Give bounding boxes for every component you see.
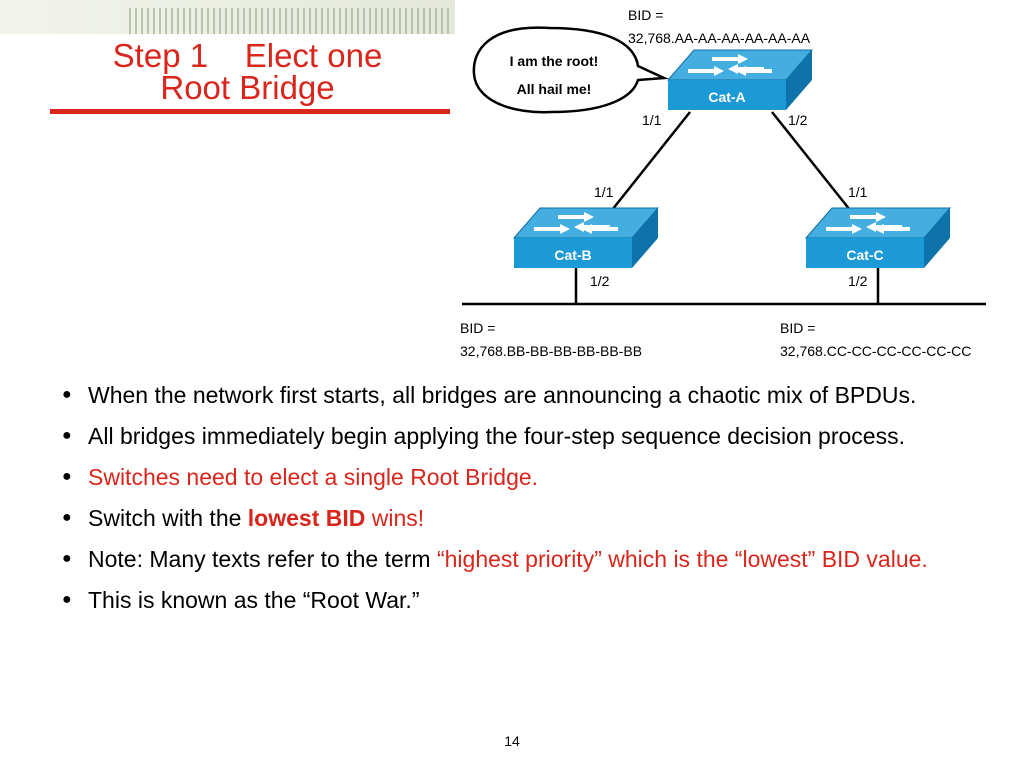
- bullet-text-emphasis: “highest priority” which is the “lowest”…: [436, 546, 928, 572]
- speech-line-2: All hail me!: [517, 81, 592, 97]
- bullet-list: ● When the network first starts, all bri…: [60, 380, 1000, 626]
- switch-cat-a: Cat-A: [667, 49, 813, 111]
- speech-line-1: I am the root!: [510, 53, 599, 69]
- switch-b-port-1: 1/1: [594, 184, 614, 200]
- bullet-item: ● All bridges immediately begin applying…: [60, 421, 1000, 451]
- speech-bubble: I am the root! All hail me!: [472, 26, 669, 114]
- bullet-item: ● Switches need to elect a single Root B…: [60, 462, 1000, 492]
- title-underline: [50, 109, 450, 114]
- switch-b-label: Cat-B: [554, 247, 591, 263]
- bullet-text-pre: Note: Many texts refer to the term: [88, 546, 437, 572]
- switch-a-port-1: 1/1: [642, 112, 662, 128]
- bullet-dot-icon: ●: [62, 386, 72, 403]
- title-line-2: Root Bridge: [160, 69, 335, 106]
- bullet-item: ● This is known as the “Root War.”: [60, 585, 1000, 615]
- bullet-item: ● When the network first starts, all bri…: [60, 380, 1000, 410]
- bullet-text: All bridges immediately begin applying t…: [88, 423, 905, 449]
- stp-root-bridge-diagram: I am the root! All hail me! Cat-A BID = …: [460, 7, 986, 359]
- switch-b-bid-label: BID =: [460, 320, 495, 336]
- bullet-text-post: wins!: [365, 505, 425, 531]
- link-a-b: [611, 111, 691, 211]
- bullet-item: ● Switch with the lowest BID wins!: [60, 503, 1000, 533]
- page-number: 14: [504, 733, 520, 749]
- slide-title: Step 1 Elect one Root Bridge: [50, 37, 445, 106]
- bullet-dot-icon: ●: [62, 427, 72, 444]
- link-a-c: [771, 111, 851, 211]
- header-stripe-decoration: [0, 0, 455, 34]
- switch-c-port-2: 1/2: [848, 273, 868, 289]
- bullet-text: This is known as the “Root War.”: [88, 587, 420, 613]
- switch-a-bid-label: BID =: [628, 7, 663, 23]
- bullet-dot-icon: ●: [62, 550, 72, 567]
- switch-c-label: Cat-C: [846, 247, 883, 263]
- bullet-text-pre: Switch with the: [88, 505, 248, 531]
- bullet-dot-icon: ●: [62, 468, 72, 485]
- bullet-dot-icon: ●: [62, 591, 72, 608]
- bullet-text: When the network first starts, all bridg…: [88, 382, 917, 408]
- switch-cat-b: Cat-B: [513, 207, 659, 269]
- bullet-text: Switches need to elect a single Root Bri…: [88, 464, 539, 490]
- switch-a-bid-value: 32,768.AA-AA-AA-AA-AA-AA: [628, 30, 811, 46]
- bullet-text-emphasis: lowest BID: [247, 505, 366, 531]
- bullet-dot-icon: ●: [62, 509, 72, 526]
- switch-a-label: Cat-A: [708, 89, 745, 105]
- switch-c-bid-value: 32,768.CC-CC-CC-CC-CC-CC: [780, 343, 971, 359]
- switch-c-port-1: 1/1: [848, 184, 868, 200]
- switch-a-port-2: 1/2: [788, 112, 808, 128]
- bullet-item: ● Note: Many texts refer to the term “hi…: [60, 544, 1000, 574]
- switch-b-port-2: 1/2: [590, 273, 610, 289]
- switch-b-bid-value: 32,768.BB-BB-BB-BB-BB-BB: [460, 343, 642, 359]
- title-line-1: Step 1 Elect one: [112, 37, 383, 74]
- switch-c-bid-label: BID =: [780, 320, 815, 336]
- switch-cat-c: Cat-C: [805, 207, 951, 269]
